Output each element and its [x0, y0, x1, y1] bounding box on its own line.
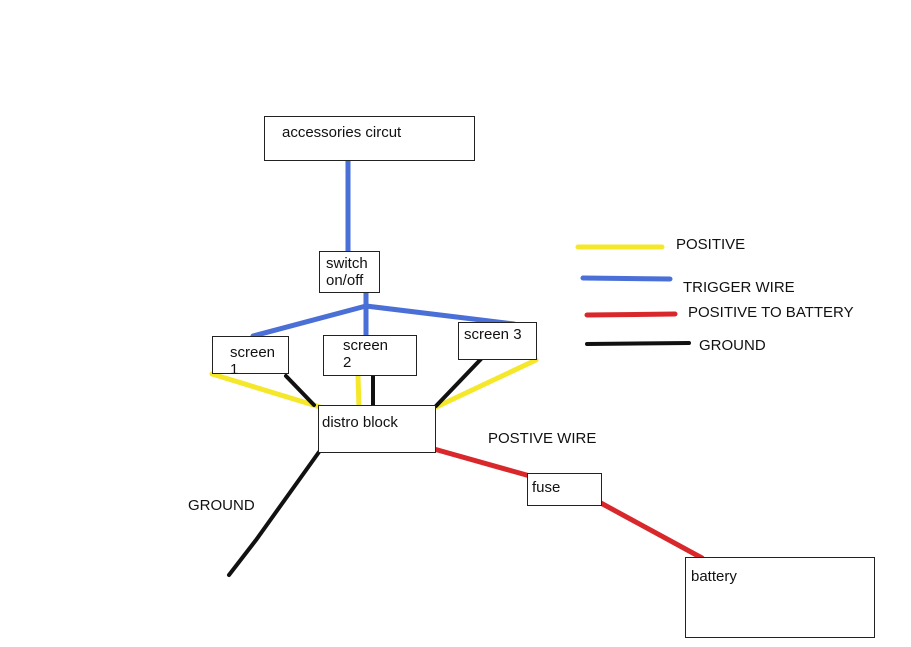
distro-block-box [318, 405, 436, 453]
fuse-box [527, 473, 602, 506]
battery-positive-wires [431, 446, 705, 561]
screen-3-box [458, 322, 537, 360]
ground-wire-label: GROUND [188, 497, 255, 514]
ground-wires [227, 356, 484, 577]
screen-2-label: screen 2 [343, 337, 389, 371]
switch-label: switch on/off [326, 255, 368, 289]
accessories-circuit-box [264, 116, 475, 161]
positive-wire-label: POSTIVE WIRE [488, 430, 597, 447]
legend-label-ground: GROUND [699, 337, 766, 354]
legend-swatch-ground [585, 341, 691, 346]
positive-wire-screen-1 [209, 371, 323, 410]
screen-1-box [212, 336, 289, 374]
legend [575, 244, 691, 346]
ground-wire-screen-1 [284, 374, 316, 407]
screen-1-label: screen 1 [230, 344, 276, 378]
screen-3-label: screen 3 [464, 326, 522, 343]
trigger-wire-screen-3 [363, 303, 517, 327]
battery-box [685, 557, 875, 638]
accessories-circuit-label: accessories circut [282, 124, 402, 141]
switch-box [319, 251, 380, 293]
legend-swatch-battery-positive [584, 311, 678, 318]
distro-block-label: distro block [322, 414, 398, 431]
positive-wires [209, 357, 539, 411]
ground-wire-screen-3 [434, 356, 484, 408]
legend-swatch-trigger [580, 275, 673, 282]
fuse-label: fuse [532, 479, 561, 496]
battery-label: battery [691, 568, 737, 585]
ground-wire-main [227, 450, 321, 577]
trigger-wire-screen-1 [250, 303, 369, 339]
legend-label-positive: POSITIVE [676, 236, 746, 253]
legend-label-battery-positive: POSITIVE TO BATTERY [688, 304, 854, 321]
legend-label-trigger: TRIGGER WIRE [683, 279, 795, 296]
trigger-wires [250, 157, 517, 339]
positive-wire-screen-3 [431, 357, 539, 411]
screen-2-box [323, 335, 417, 376]
positive-wire-screen-2 [355, 373, 362, 410]
positive-wire-distro-fuse [431, 446, 533, 479]
positive-wire-fuse-battery [596, 499, 705, 561]
